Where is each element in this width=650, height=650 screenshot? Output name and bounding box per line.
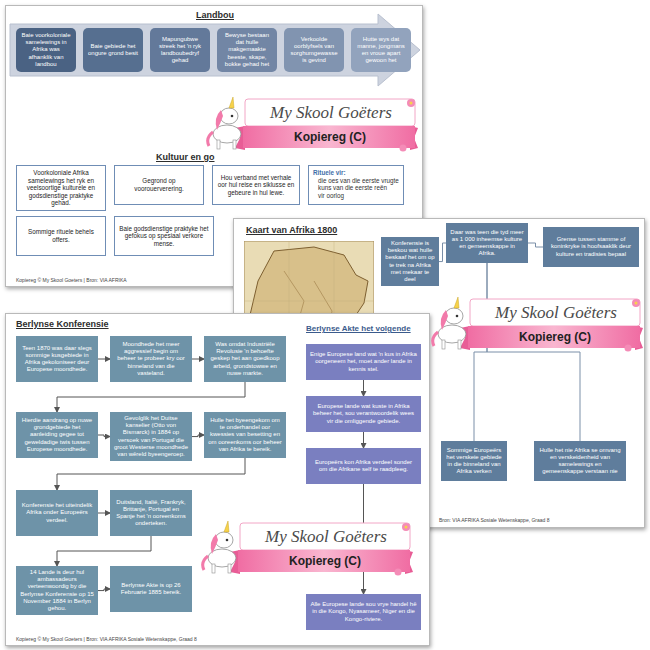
info-box: Daar was teen die tyd meer as 1 000 inhe… — [446, 223, 528, 263]
box-text: Konferensie het uiteindelik Afrika onder… — [20, 502, 94, 524]
connector — [363, 380, 364, 396]
connector — [57, 536, 151, 566]
watermark-copyright: Kopiereg (C) — [470, 327, 640, 347]
info-box: Grense tussen stamme of koninkryke is ho… — [543, 227, 639, 267]
process-box: Moondhede het meer aggressief begin om b… — [110, 336, 192, 382]
box-text: Baie godsdienstige praktyke het gefokus … — [119, 225, 209, 248]
process-box: Hulle het byeengekom om te onderhandel o… — [204, 412, 286, 458]
box-text: Sommige rituele behels offers. — [21, 228, 101, 243]
footer-note: Bron: VIA AFRIKA Sosiale Wetenskappe, Gr… — [439, 517, 639, 523]
box-text: Duitsland, Italië, Frankryk, Brittanje, … — [114, 499, 188, 528]
connector — [98, 589, 110, 591]
info-box: Hou verband met verhale oor hul reise en… — [212, 165, 300, 205]
section-heading: Berlynse Akte het volgende — [306, 324, 426, 333]
connector — [439, 243, 446, 262]
info-box: Voorkoloniale Afrika samelewings het ryk… — [16, 165, 106, 211]
info-box: Sommige rituele behels offers. — [16, 216, 106, 256]
connector — [487, 263, 580, 441]
watermark-banner: My Skool GoëtersKopiereg (C) — [205, 96, 420, 152]
info-box: Hulle het nie Afrika se omvang en verske… — [534, 441, 626, 481]
process-box: Baie voorkoloniale samelewings in Afrika… — [16, 28, 76, 72]
box-text: Moondhede het meer aggressief begin om b… — [114, 341, 188, 377]
slide-panel: Berlynse KonferensieBerlynse Akte het vo… — [5, 313, 430, 646]
result-box: Europeërs kon Afrika verdeel sonder om d… — [306, 448, 421, 484]
watermark-title: My Skool Goëters — [474, 301, 638, 325]
process-box: Mapungubwe streek het 'n ryk landboubedr… — [150, 28, 210, 72]
connector — [192, 435, 204, 437]
section-heading: Kultuur en go — [156, 152, 276, 162]
process-box: Hierdie aandrang op nuwe grondgebiede he… — [16, 412, 98, 458]
process-box: Berlynse Akte is op 26 Februarie 1885 be… — [110, 566, 192, 612]
box-text: Enige Europese land wat 'n kus in Afrika… — [310, 351, 417, 373]
slide-title: Landbou — [6, 10, 424, 20]
watermark-banner: My Skool GoëtersKopiereg (C) — [430, 296, 642, 352]
result-box: Enige Europese land wat 'n kus in Afrika… — [306, 344, 421, 380]
box-text: Was omdat Industriële Revolusie 'n behoe… — [208, 341, 282, 377]
info-box: Baie godsdienstige praktyke het gefokus … — [114, 216, 214, 256]
box-text: Sommige Europeërs het verskeie gebiede i… — [445, 447, 503, 476]
watermark-copyright: Kopiereg (C) — [245, 127, 415, 147]
process-box: Hutte wys dat manne, jongmans en vroue a… — [351, 28, 411, 72]
connector — [98, 513, 110, 514]
box-text: 14 Lande is deur hul ambassadeurs vertee… — [20, 569, 94, 612]
connector — [57, 382, 245, 412]
box-text: Baie voorkoloniale samelewings in Afrika… — [20, 32, 72, 68]
box-text: Bewyse bestaan dat hulle makgemaakte bee… — [221, 32, 273, 68]
slide-title: Berlynse Konferensie — [16, 319, 216, 329]
process-box: Was omdat Industriële Revolusie 'n behoe… — [204, 336, 286, 382]
box-text: Verkoolde oorblyfsels van sorghumgewasse… — [288, 36, 340, 65]
connector — [57, 458, 245, 490]
process-box: Teen 1870 was daar slegs sommige kusgebi… — [16, 336, 98, 382]
box-text: Rituele vir: — [313, 169, 399, 177]
info-box: Konferensie is beskou wat hulle beskaaf … — [381, 237, 439, 286]
process-box: 14 Lande is deur hul ambassadeurs vertee… — [16, 566, 98, 615]
list-item: vir oorlog — [313, 192, 399, 200]
box-text: Hutte wys dat manne, jongmans en vroue a… — [355, 36, 407, 65]
box-text: Hou verband met verhale oor hul reise en… — [217, 174, 295, 197]
box-text: Gevolglik het Duitse kanselier (Otto von… — [114, 415, 188, 458]
box-text: Teen 1870 was daar slegs sommige kusgebi… — [20, 345, 94, 374]
process-box: Konferensie het uiteindelik Afrika onder… — [16, 490, 98, 536]
box-text: Hierdie aandrang op nuwe grondgebiede he… — [20, 417, 94, 453]
connector — [192, 359, 204, 360]
connector — [528, 243, 543, 247]
process-box: Verkoolde oorblyfsels van sorghumgewasse… — [284, 28, 344, 72]
connector — [98, 359, 110, 360]
box-text: Europese lande wat kuste in Afrika behee… — [310, 403, 417, 425]
box-text: Berlynse Akte is op 26 Februarie 1885 be… — [114, 582, 188, 596]
box-text: Gegrond op voorouerverering. — [119, 177, 199, 192]
connector — [474, 263, 487, 441]
list-item: kuns van die eerste reën — [313, 184, 399, 192]
box-text: Grense tussen stamme of koninkryke is ho… — [547, 236, 635, 258]
slide-title: Kaart van Afrika 1800 — [246, 225, 426, 235]
watermark-title: My Skool Goëters — [249, 101, 413, 125]
result-box: Europese lande wat kuste in Afrika behee… — [306, 396, 421, 432]
box-text: Hulle het byeengekom om te onderhandel o… — [208, 417, 282, 453]
box-text: Daar was teen die tyd meer as 1 000 inhe… — [450, 229, 524, 258]
box-text: Baie gebiede het ongure grond besit — [87, 43, 139, 57]
process-box: Gevolglik het Duitse kanselier (Otto von… — [110, 412, 192, 461]
list-item: die oes van die eerste vrugte — [313, 177, 399, 185]
process-box: Duitsland, Italië, Frankryk, Brittanje, … — [110, 490, 192, 536]
box-text: Konferensie is beskou wat hulle beskaaf … — [385, 240, 435, 283]
info-box: Gegrond op voorouerverering. — [114, 165, 204, 205]
watermark-banner: My Skool GoëtersKopiereg (C) — [200, 520, 415, 576]
footer-note: Kopiereg © My Skool Goeters | Bron: VIA … — [16, 277, 316, 283]
box-text: Hulle het nie Afrika se omvang en verske… — [538, 447, 622, 476]
connector — [98, 435, 110, 437]
list-box: Rituele vir:die oes van die eerste vrugt… — [308, 165, 404, 205]
box-text: Europeërs kon Afrika verdeel sonder om d… — [310, 459, 417, 473]
box-text: Alle Europese lande sou vrye handel hê i… — [310, 601, 417, 623]
box-text: Voorkoloniale Afrika samelewings het ryk… — [21, 169, 101, 207]
watermark-copyright: Kopiereg (C) — [240, 551, 410, 571]
watermark-title: My Skool Goëters — [244, 525, 408, 549]
process-box: Baie gebiede het ongure grond besit — [83, 28, 143, 72]
box-text: Mapungubwe streek het 'n ryk landboubedr… — [154, 36, 206, 65]
info-box: Sommige Europeërs het verskeie gebiede i… — [441, 441, 507, 481]
footer-note: Kopiereg © My Skool Goeters | Bron: VIA … — [16, 636, 416, 642]
result-box: Alle Europese lande sou vrye handel hê i… — [306, 594, 421, 630]
connector — [363, 432, 364, 448]
process-box: Bewyse bestaan dat hulle makgemaakte bee… — [217, 28, 277, 72]
